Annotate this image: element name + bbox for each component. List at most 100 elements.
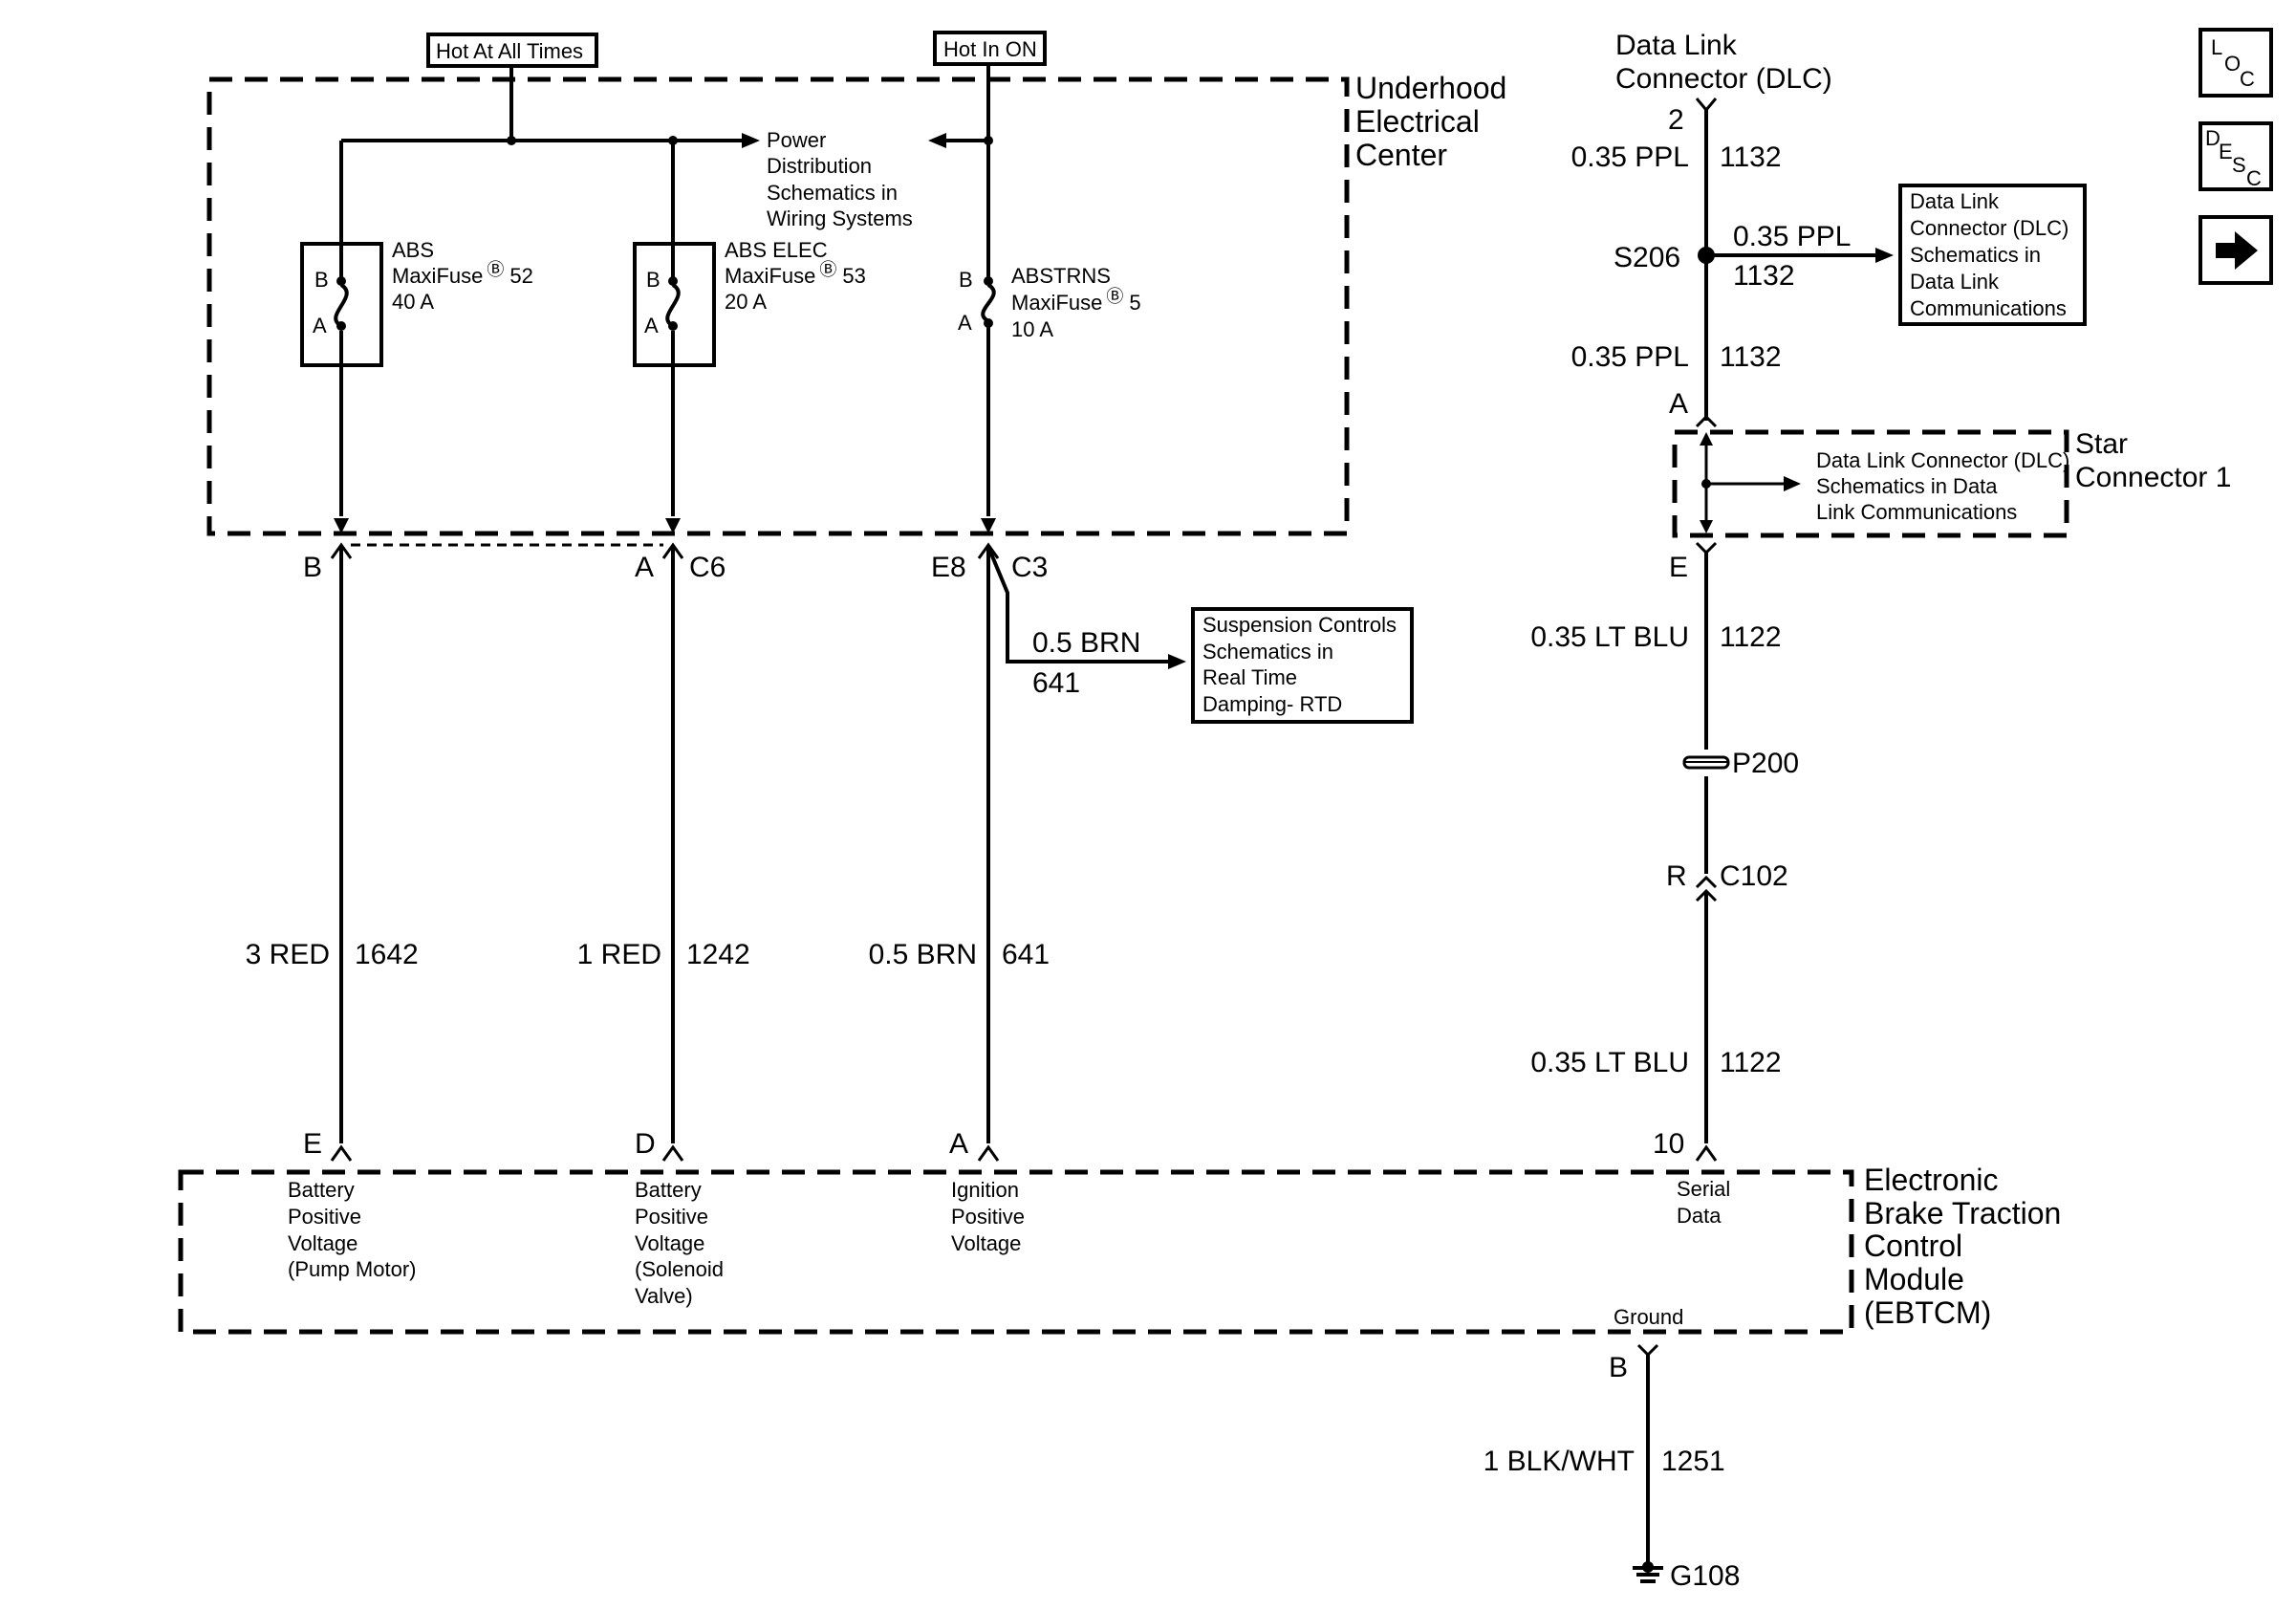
dlc-ref-line2: Connector (DLC): [1910, 216, 2069, 240]
fuse1-name: ABS: [392, 238, 434, 262]
dlc-title-line1: Data Link: [1615, 30, 1738, 61]
dlc-title-line2: Connector (DLC): [1615, 63, 1832, 95]
dlc-wire-bottom-circuit: 1122: [1720, 1047, 1782, 1078]
hot-at-all-times-label: Hot At All Times: [436, 39, 583, 63]
c102-label: C102: [1720, 860, 1788, 892]
next-page-button[interactable]: [2199, 215, 2273, 285]
star-title-line1: Star: [2075, 428, 2128, 460]
dlc-wire-lower-circuit: 1122: [1720, 621, 1782, 653]
wire3-circuit: 641: [1002, 939, 1050, 970]
ebtcm-e-desc-2: Positive: [288, 1205, 361, 1229]
splice-s206: [1698, 247, 1894, 264]
dlc-ref-line5: Communications: [1910, 296, 2067, 320]
ebtcm-pin-e: E: [303, 1128, 322, 1160]
suspension-wire-circuit: 641: [1032, 667, 1080, 699]
fuse1-pin-b: B: [314, 268, 329, 292]
fuse1-number: 52: [509, 264, 532, 288]
star-connector-internal: [1700, 432, 1801, 533]
star-top-symbol: [1695, 414, 1718, 428]
location-button[interactable]: L O C: [2199, 28, 2273, 98]
star-ref-line2: Schematics in Data: [1816, 474, 1998, 498]
ebtcm-serial-desc-2: Data: [1677, 1204, 1722, 1228]
dlc-wire-lower-color: 0.35 LT BLU: [1530, 621, 1689, 653]
suspension-ref-line1: Suspension Controls: [1202, 613, 1397, 637]
fuse3-mark: Ⓑ: [1106, 287, 1123, 306]
star-pin-e: E: [1669, 552, 1688, 583]
fuse3-type: MaxiFuse: [1011, 291, 1102, 315]
uec-title-line2: Electrical: [1355, 104, 1480, 139]
loc-letter-c: C: [2240, 67, 2255, 91]
ebtcm-title-line5: (EBTCM): [1864, 1295, 1991, 1330]
dlc-wire-bottom-color: 0.35 LT BLU: [1530, 1047, 1689, 1078]
fuse3-pin-a: A: [958, 311, 972, 335]
desc-letter-e: E: [2219, 140, 2233, 163]
ebtcm-title-line4: Module: [1864, 1262, 1964, 1296]
description-button[interactable]: D E S C: [2199, 121, 2273, 191]
uec-title-line3: Center: [1355, 138, 1447, 172]
conn-c6-label: C6: [689, 552, 726, 583]
ebtcm-a-desc-1: Ignition: [951, 1178, 1019, 1202]
ebtcm-serial-desc-1: Serial: [1677, 1177, 1730, 1201]
desc-letter-d: D: [2205, 126, 2220, 150]
ground-g108: G108: [1670, 1560, 1740, 1592]
ebtcm-boundary: [178, 1169, 1854, 1335]
star-pin-a: A: [1669, 388, 1688, 420]
dlc-wire-top-color: 0.35 PPL: [1571, 141, 1689, 173]
wire3-color: 0.5 BRN: [869, 939, 977, 970]
fuse3-rating: 10 A: [1011, 317, 1053, 341]
conn-pin-b: B: [303, 552, 322, 583]
ground-wire-circuit: 1251: [1661, 1446, 1725, 1477]
fuse2-pin-b: B: [646, 268, 661, 292]
ebtcm-title-line2: Brake Traction: [1864, 1196, 2061, 1230]
power-dist-ref-line4: Wiring Systems: [767, 207, 913, 230]
ground-circuit: [1633, 1343, 1663, 1583]
ebtcm-title-line3: Control: [1864, 1229, 1962, 1263]
ebtcm-a-desc-2: Positive: [951, 1205, 1025, 1229]
ebtcm-d-desc-3: Voltage: [635, 1231, 704, 1255]
ebtcm-d-desc-4: (Solenoid: [635, 1257, 724, 1281]
dlc-ref-line4: Data Link: [1910, 270, 2000, 294]
fuse3-number: 5: [1129, 291, 1140, 315]
hot-in-on-box: Hot In ON: [933, 31, 1047, 66]
ebtcm-a-desc-3: Voltage: [951, 1231, 1021, 1255]
fuse1-type: MaxiFuse: [392, 264, 483, 288]
arrow-right-icon: [2216, 231, 2258, 270]
ebtcm-d-desc-1: Battery: [635, 1178, 702, 1202]
dlc-ref-box: [1898, 184, 2087, 326]
ebtcm-pin-10: 10: [1653, 1128, 1684, 1160]
fuse2-mark: Ⓑ: [819, 260, 836, 279]
fuse3-name: ABSTRNS: [1011, 264, 1111, 288]
fuse-abstrns-maxifuse-5: B A: [958, 268, 996, 516]
fuse-abs-maxifuse-52: B A: [300, 242, 383, 367]
wire1-color: 3 RED: [246, 939, 330, 970]
star-connector-boundary: [1672, 429, 2069, 538]
loc-letter-l: L: [2211, 35, 2222, 59]
conn-c3-label: C3: [1011, 552, 1048, 583]
fuse3-pin-b: B: [959, 268, 973, 292]
dlc-pin-2: 2: [1668, 104, 1684, 136]
loc-letter-o: O: [2224, 52, 2241, 76]
splice-s206-label: S206: [1614, 242, 1680, 273]
power-dist-ref-line2: Distribution: [767, 154, 872, 178]
dlc-branch-color: 0.35 PPL: [1733, 221, 1851, 252]
c102-pin-r: R: [1666, 860, 1687, 892]
wire2-color: 1 RED: [577, 939, 661, 970]
star-title-line2: Connector 1: [2075, 462, 2231, 493]
dlc-ref-line1: Data Link: [1910, 189, 2000, 213]
underhood-electrical-center-boundary: [206, 76, 1350, 536]
conn-pin-a: A: [635, 552, 654, 583]
suspension-ref-line3: Real Time: [1202, 665, 1297, 689]
power-dist-ref-line1: Power: [767, 128, 826, 152]
wire2-circuit: 1242: [686, 939, 750, 970]
fuse2-pin-a: A: [644, 314, 659, 337]
dlc-wire-mid-circuit: 1132: [1720, 341, 1782, 373]
hot-in-on-label: Hot In ON: [943, 37, 1037, 61]
dlc-wire-mid-color: 0.35 PPL: [1571, 341, 1689, 373]
ebtcm-connector-symbols: [330, 1144, 1718, 1162]
star-bottom-symbol: [1695, 541, 1718, 555]
dlc-branch-circuit: 1132: [1733, 260, 1795, 292]
fuse2-name: ABS ELEC: [725, 238, 828, 262]
